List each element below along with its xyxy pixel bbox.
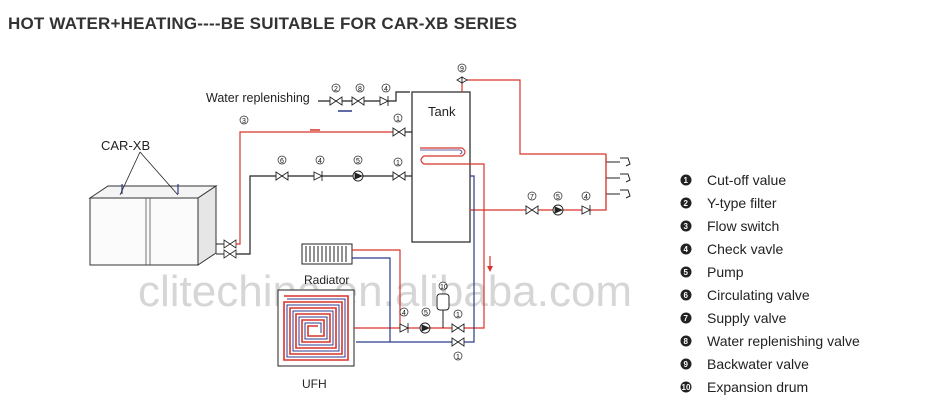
svg-text:9: 9: [460, 66, 464, 73]
legend-number: 5: [684, 268, 689, 277]
svg-text:1: 1: [456, 312, 460, 319]
legend-number: 4: [684, 245, 689, 254]
backwater-valve: [456, 76, 468, 84]
radiator: [301, 243, 353, 265]
legend-number: 3: [684, 222, 689, 231]
legend-item: 9 Backwater valve: [680, 356, 809, 372]
svg-text:8: 8: [358, 86, 362, 93]
svg-text:4: 4: [384, 86, 388, 93]
supply-valve: [525, 205, 539, 215]
svg-text:1: 1: [396, 160, 400, 167]
legend: 1 Cut-off value 2 Y-type filter 3 Flow s…: [680, 172, 860, 395]
legend-item: 5 Pump: [680, 264, 744, 280]
svg-text:4: 4: [584, 194, 588, 201]
pump: [552, 204, 564, 216]
heating-supply-pipe: [380, 163, 485, 329]
cut-off-valve: [451, 337, 465, 347]
unit-outlet-valves: [216, 239, 237, 259]
expansion-drum: [436, 293, 450, 328]
svg-text:2: 2: [334, 86, 338, 93]
ufh-coil: [277, 289, 355, 367]
legend-number: 10: [682, 383, 691, 392]
legend-item: 2 Y-type filter: [680, 195, 777, 211]
svg-text:1: 1: [456, 354, 460, 361]
legend-text: Check vavle: [707, 241, 783, 257]
tank-coil: [420, 147, 466, 165]
legend-item: 4 Check vavle: [680, 241, 783, 257]
svg-text:4: 4: [402, 310, 406, 317]
legend-item: 6 Circulating valve: [680, 287, 810, 303]
svg-text:4: 4: [318, 158, 322, 165]
legend-text: Backwater valve: [707, 356, 809, 372]
legend-item: 1 Cut-off value: [680, 172, 786, 188]
svg-text:5: 5: [356, 158, 360, 165]
watermark-text: clitechina.en.alibaba.com: [138, 267, 632, 316]
car-xb-unit: [88, 184, 218, 266]
svg-text:10: 10: [440, 284, 448, 291]
legend-text: Expansion drum: [707, 379, 808, 395]
component-number-tags: 2 8 4 9 3 1 6 4 5 1 7 5 4 4 5 1 1 10: [239, 63, 591, 361]
tap-icons: [620, 157, 631, 199]
hot-water-pipe: [470, 154, 607, 211]
heating-return-pipe: [356, 175, 475, 343]
svg-text:6: 6: [280, 158, 284, 165]
svg-text:5: 5: [556, 194, 560, 201]
legend-number: 8: [684, 337, 689, 346]
legend-text: Pump: [707, 264, 744, 280]
check-valve: [313, 171, 324, 181]
legend-text: Flow switch: [707, 218, 779, 234]
legend-item: 8 Water replenishing valve: [680, 333, 860, 349]
y-type-filter: [329, 96, 343, 106]
legend-text: Circulating valve: [707, 287, 810, 303]
radiator-label: Radiator: [304, 273, 349, 287]
water-replenishing-valve: [351, 96, 365, 106]
ufh-label: UFH: [302, 377, 327, 391]
svg-text:7: 7: [530, 194, 534, 201]
legend-item: 3 Flow switch: [680, 218, 779, 234]
cut-off-valve: [451, 323, 465, 333]
legend-item: 7 Supply valve: [680, 310, 787, 326]
legend-text: Y-type filter: [707, 195, 777, 211]
legend-number: 9: [684, 360, 689, 369]
legend-text: Supply valve: [707, 310, 787, 326]
cut-off-valve: [392, 127, 406, 137]
backwater-pipe: [461, 79, 606, 155]
legend-text: Cut-off value: [707, 172, 786, 188]
return-pipe-main: [236, 175, 396, 255]
svg-text:3: 3: [242, 118, 246, 125]
svg-text:1: 1: [396, 116, 400, 123]
tank: [411, 91, 471, 243]
legend-text: Water replenishing valve: [707, 333, 860, 349]
legend-number: 7: [684, 314, 689, 323]
page-title: HOT WATER+HEATING----BE SUITABLE FOR CAR…: [8, 14, 518, 33]
legend-number: 1: [684, 176, 689, 185]
legend-number: 6: [684, 291, 689, 300]
pump: [352, 170, 364, 182]
check-valve: [379, 96, 390, 106]
check-valve: [581, 205, 592, 215]
check-valve: [399, 323, 410, 333]
legend-item: 10 Expansion drum: [680, 379, 808, 395]
car-xb-label: CAR-XB: [101, 138, 150, 153]
svg-text:5: 5: [424, 310, 428, 317]
cut-off-valve: [392, 171, 406, 181]
legend-number: 2: [684, 199, 689, 208]
supply-pipe-main: [236, 131, 396, 245]
circulating-valve: [275, 171, 289, 181]
tank-label: Tank: [428, 104, 456, 119]
pump: [419, 322, 431, 334]
water-replenishing-label: Water replenishing: [206, 91, 310, 105]
